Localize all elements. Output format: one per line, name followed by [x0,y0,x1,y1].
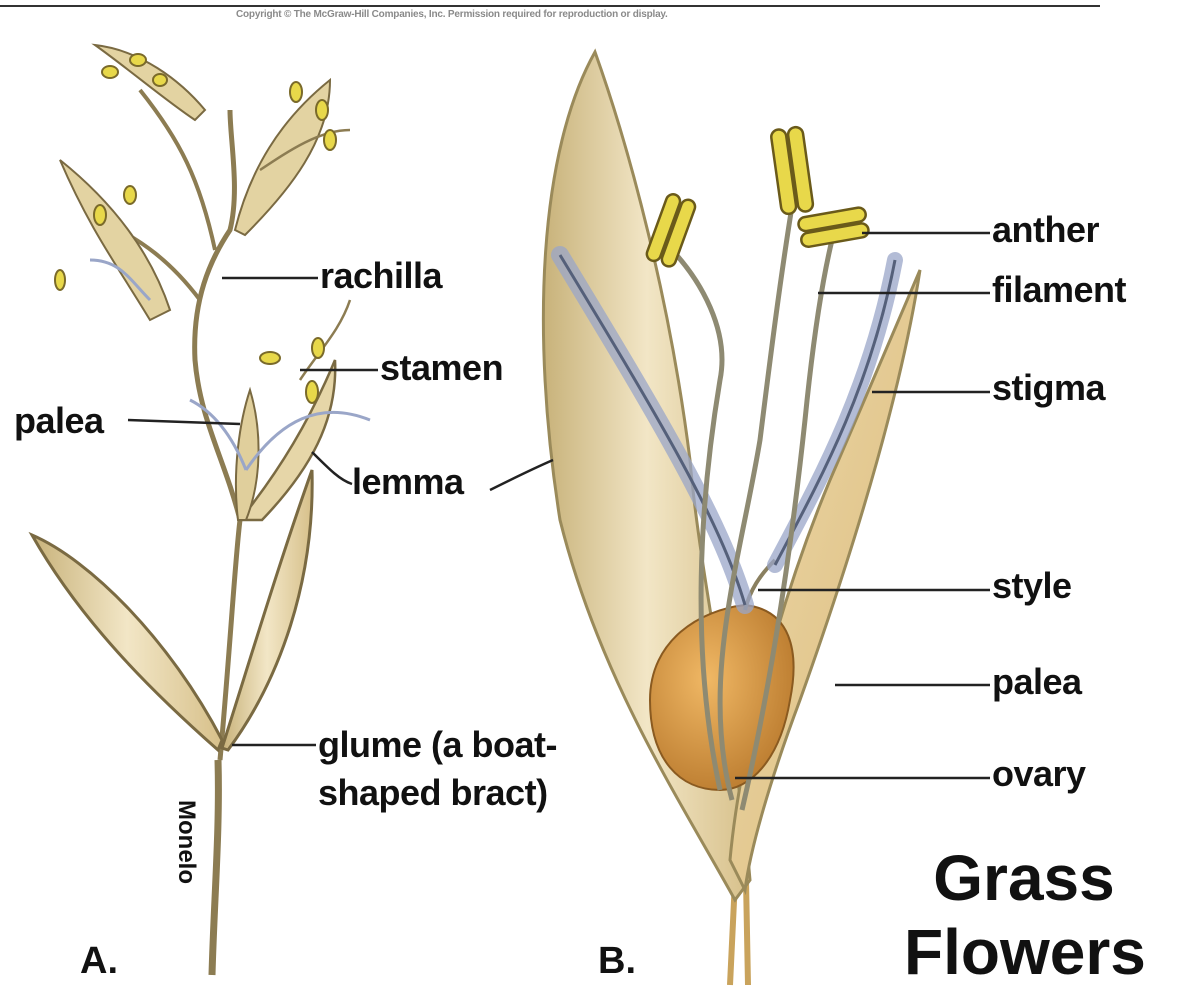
anther-a-1 [260,352,280,364]
anther-b-1 [645,192,697,268]
label-glume-line2: shaped bract) [318,775,548,811]
floret-mid-left [60,160,170,320]
anther-a-3 [306,381,318,403]
spikelet-illustration-a [32,45,370,975]
leader-lemma-b [490,460,553,490]
panel-label-b: B. [598,940,636,983]
illustrator-signature: Monelo [172,800,200,884]
copyright-notice: Copyright © The McGraw-Hill Companies, I… [236,9,668,20]
title-line2: Flowers [904,920,1144,984]
anther-a-2 [312,338,324,358]
floret-illustration-b [543,52,920,985]
label-palea-b: palea [992,664,1082,700]
label-style: style [992,568,1072,604]
title-line1: Grass [904,846,1144,910]
glume-left [32,535,222,750]
label-stamen: stamen [380,350,503,386]
floret-top-right [235,80,330,235]
label-ovary: ovary [992,756,1086,792]
floret-top-left [95,45,205,120]
label-lemma: lemma [352,464,464,500]
label-stigma: stigma [992,370,1105,406]
label-glume-line1: glume (a boat- [318,727,557,763]
panel-label-a: A. [80,940,118,983]
stem-a [212,760,218,975]
label-anther: anther [992,212,1099,248]
leader-palea-a [128,420,240,424]
leader-lemma [312,452,352,484]
label-palea-a: palea [14,403,104,439]
rachilla-stem [195,110,240,760]
anther-b-3 [797,207,869,248]
label-filament: filament [992,272,1126,308]
label-rachilla: rachilla [320,258,442,294]
anther-b-2 [770,126,814,215]
